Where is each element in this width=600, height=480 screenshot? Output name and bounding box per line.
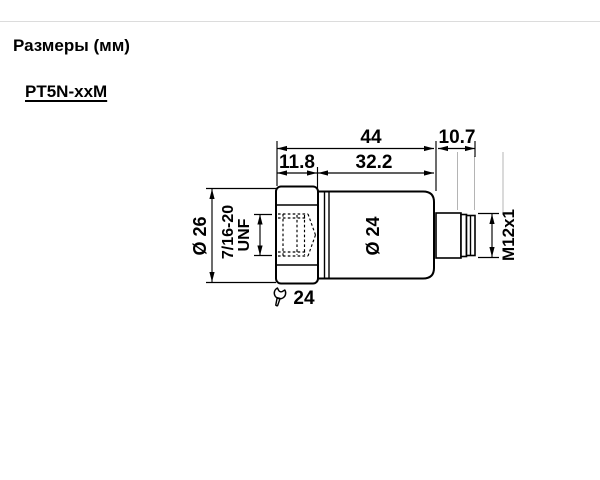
- connector-ring: [460, 213, 468, 258]
- main-body: [317, 190, 435, 280]
- dim-plug-thread: M12x1: [499, 209, 518, 261]
- dim-hex-length: 11.8: [279, 152, 315, 173]
- dim-connector-length: 10.7: [439, 127, 476, 148]
- dim-overall-length: 44: [360, 127, 382, 148]
- dim-port-thread-line1: 7/16-20: [220, 205, 237, 259]
- model-label: PT5N-xxM: [25, 82, 108, 101]
- page-title: Размеры (мм): [13, 36, 130, 55]
- thread-bore-hidden-lines: [278, 213, 317, 257]
- dim-hex-diameter: Ø 26: [190, 216, 210, 255]
- dimension-lines: [209, 145, 495, 282]
- wrench-icon: [273, 287, 287, 307]
- dimension-labels: 44 10.7 11.8 32.2 Ø 26 Ø 24 M12x1 7/16-2…: [190, 127, 518, 309]
- dim-wrench-size: 24: [293, 288, 315, 309]
- dim-body-diameter: Ø 24: [363, 216, 383, 255]
- projection-lines: [457, 152, 504, 212]
- dim-body-length: 32.2: [356, 152, 393, 173]
- page-top-divider: [0, 21, 600, 22]
- connector-barrel: [435, 212, 462, 259]
- dim-port-thread-line2: UNF: [236, 218, 253, 251]
